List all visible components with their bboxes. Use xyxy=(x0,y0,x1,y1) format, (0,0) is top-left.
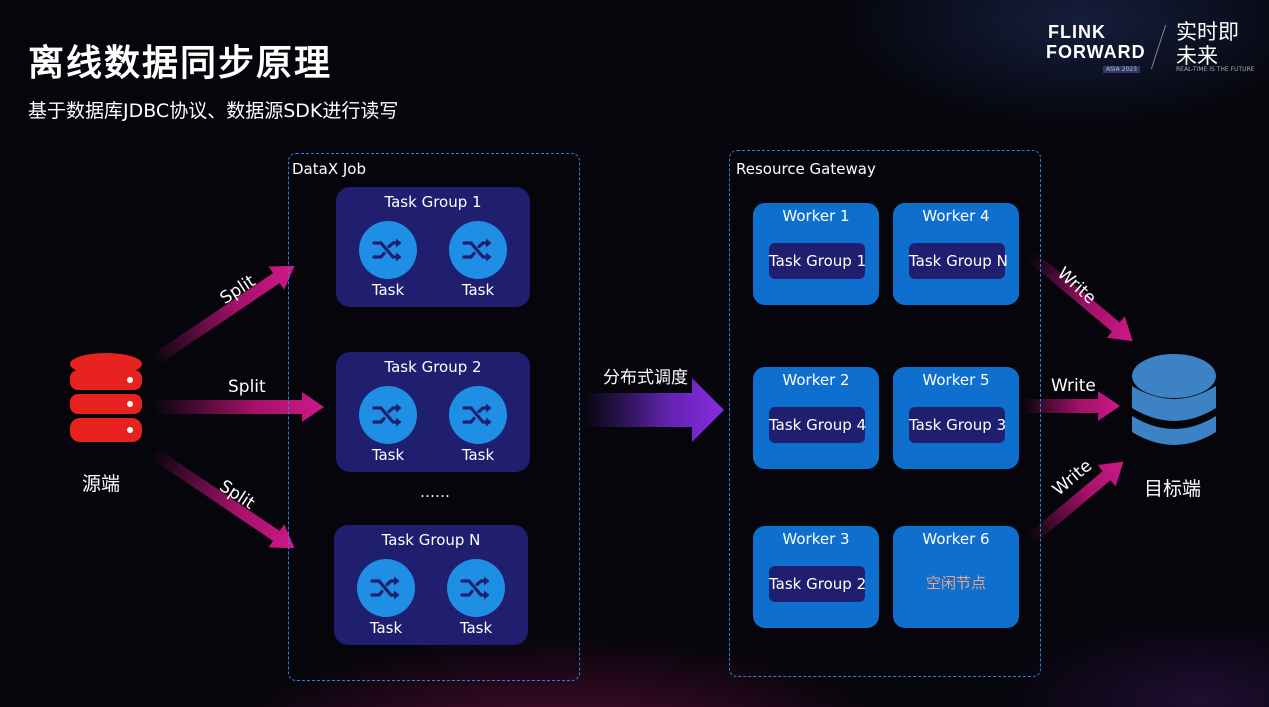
datax-job-label: DataX Job xyxy=(292,160,366,178)
worker-task-group: Task Group N xyxy=(909,243,1008,279)
task-label: Task xyxy=(371,446,405,464)
worker-card: Worker 5 Task Group 3 xyxy=(893,367,1019,469)
target-label: 目标端 xyxy=(1144,478,1202,500)
split-arrow-lower xyxy=(148,447,295,549)
resource-gateway-container xyxy=(729,150,1041,677)
worker-title: Worker 3 xyxy=(782,530,850,548)
ellipsis: …… xyxy=(420,483,450,501)
task-label: Task xyxy=(371,281,405,299)
task-label: Task xyxy=(461,281,495,299)
task-group-card: Task Group N Task Task xyxy=(334,525,528,645)
task-group-card: Task Group 2 Task Task xyxy=(336,352,530,472)
split-label-middle: Split xyxy=(228,377,266,397)
write-arrow-upper xyxy=(1026,250,1133,342)
worker-card: Worker 1 Task Group 1 xyxy=(753,203,879,305)
page-title: 离线数据同步原理 xyxy=(28,43,333,84)
page-subtitle: 基于数据库JDBC协议、数据源SDK进行读写 xyxy=(28,100,399,122)
write-arrow-middle xyxy=(1022,391,1120,421)
slogan-sub: REAL-TIME IS THE FUTURE xyxy=(1176,66,1255,73)
task-label: Task xyxy=(369,619,403,637)
worker-card: Worker 4 Task Group N xyxy=(893,203,1019,305)
worker-title: Worker 2 xyxy=(782,371,850,389)
dispatch-label: 分布式调度 xyxy=(603,368,688,388)
worker-title: Worker 5 xyxy=(922,371,990,389)
logo-tag: ASIA 2023 xyxy=(1103,66,1140,73)
shuffle-icon xyxy=(359,386,417,444)
worker-task-group: Task Group 4 xyxy=(769,407,866,443)
write-arrow-lower xyxy=(1026,461,1124,545)
worker-card: Worker 3 Task Group 2 xyxy=(753,526,879,628)
worker-card: Worker 6 空闲节点 xyxy=(893,526,1019,628)
worker-idle-label: 空闲节点 xyxy=(925,574,986,592)
shuffle-icon xyxy=(449,386,507,444)
task-label: Task xyxy=(461,446,495,464)
logo-line2: FORWARD xyxy=(1046,42,1146,62)
split-arrow-middle xyxy=(152,392,324,422)
shuffle-icon xyxy=(449,221,507,279)
worker-title: Worker 6 xyxy=(922,530,990,548)
task-group-title: Task Group 1 xyxy=(384,193,482,211)
source-database-icon xyxy=(70,353,142,442)
task-label: Task xyxy=(459,619,493,637)
flink-forward-logo: FLINK FORWARD xyxy=(1046,22,1146,62)
worker-task-group: Task Group 1 xyxy=(769,243,866,279)
datax-job-container xyxy=(288,153,580,681)
shuffle-icon xyxy=(359,221,417,279)
worker-title: Worker 4 xyxy=(922,207,990,225)
worker-title: Worker 1 xyxy=(782,207,850,225)
task-group-title: Task Group 2 xyxy=(384,358,482,376)
shuffle-icon xyxy=(357,559,415,617)
target-database-icon xyxy=(1132,354,1216,445)
worker-task-group: Task Group 3 xyxy=(909,407,1006,443)
source-label: 源端 xyxy=(82,473,121,495)
slogan-logo: 实时即未来 xyxy=(1176,20,1239,68)
logo-line1: FLINK xyxy=(1048,22,1106,42)
write-label-middle: Write xyxy=(1051,376,1096,396)
task-group-card: Task Group 1 Task Task xyxy=(336,187,530,307)
split-arrow-upper xyxy=(148,265,295,367)
task-group-title: Task Group N xyxy=(381,531,481,549)
resource-gateway-label: Resource Gateway xyxy=(736,160,876,178)
shuffle-icon xyxy=(447,559,505,617)
dispatch-arrow xyxy=(582,378,724,442)
worker-task-group: Task Group 2 xyxy=(769,566,866,602)
worker-card: Worker 2 Task Group 4 xyxy=(753,367,879,469)
